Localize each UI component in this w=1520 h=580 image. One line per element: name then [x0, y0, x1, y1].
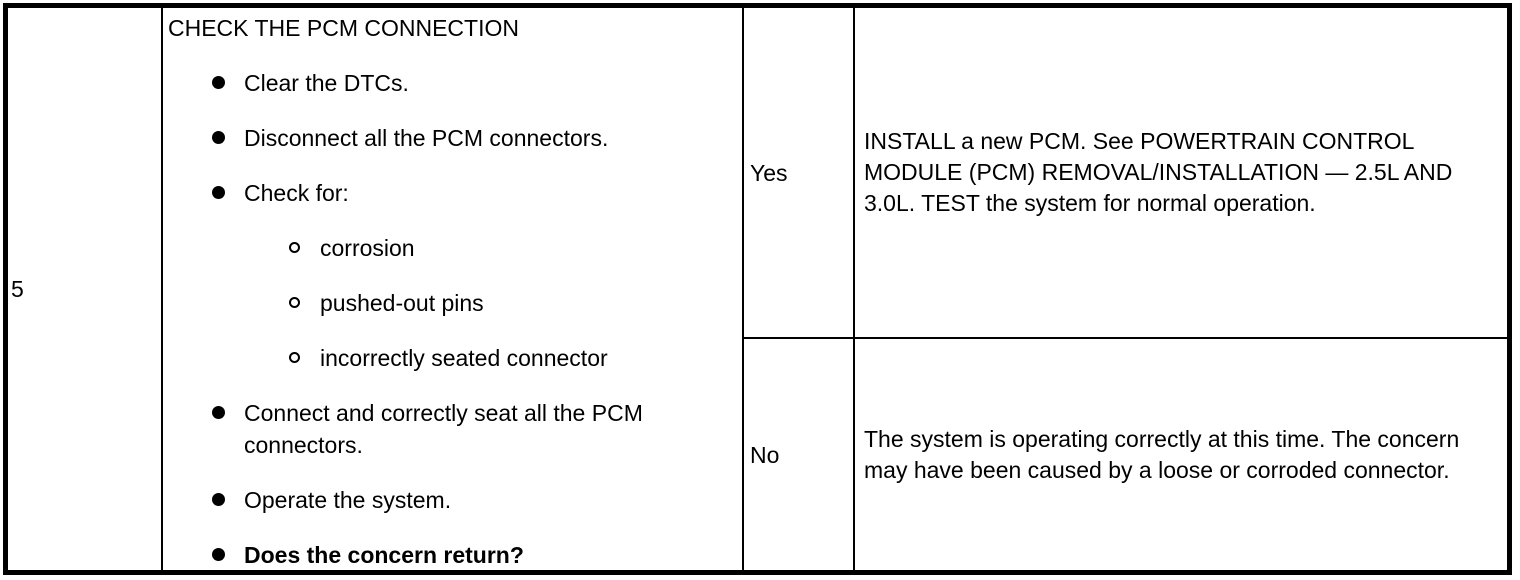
bullet-dot-icon — [212, 548, 225, 561]
answer-label: No — [750, 441, 780, 468]
bullet-dot-icon — [212, 406, 225, 419]
outcomes-section: Yes INSTALL a new PCM. See POWERTRAIN CO… — [742, 8, 1507, 570]
list-item-text: incorrectly seated connector — [320, 345, 608, 371]
bullet-circle-icon — [289, 297, 300, 308]
list-item-text: Clear the DTCs. — [244, 70, 409, 96]
outcome-row-yes: Yes INSTALL a new PCM. See POWERTRAIN CO… — [744, 8, 1507, 339]
list-item-text: Operate the system. — [244, 487, 452, 513]
list-item: incorrectly seated connector — [168, 342, 738, 374]
answer-cell: Yes — [744, 8, 855, 337]
answer-cell: No — [744, 339, 855, 570]
bullet-dot-icon — [212, 186, 225, 199]
result-text: INSTALL a new PCM. See POWERTRAIN CONTRO… — [864, 128, 1453, 216]
list-item-text: Disconnect all the PCM connectors. — [244, 125, 609, 151]
action-title: CHECK THE PCM CONNECTION — [168, 15, 519, 41]
list-item-text: Check for: — [244, 180, 349, 206]
list-item-text: Connect and correctly seat all the PCM c… — [244, 400, 643, 458]
step-number: 5 — [11, 276, 24, 302]
step-number-cell: 5 — [8, 8, 163, 570]
list-item: Connect and correctly seat all the PCM c… — [168, 397, 738, 461]
result-text: The system is operating correctly at thi… — [864, 425, 1460, 483]
bullet-dot-icon — [212, 76, 225, 89]
result-cell: The system is operating correctly at thi… — [855, 339, 1507, 570]
answer-label: Yes — [750, 159, 788, 186]
action-cell: CHECK THE PCM CONNECTION Clear the DTCs.… — [163, 8, 742, 570]
result-cell: INSTALL a new PCM. See POWERTRAIN CONTRO… — [855, 8, 1507, 337]
list-item-text: corrosion — [320, 235, 415, 261]
action-list: Clear the DTCs. Disconnect all the PCM c… — [168, 67, 738, 571]
bullet-circle-icon — [289, 352, 300, 363]
list-item-text: pushed-out pins — [320, 290, 484, 316]
list-item: Check for: — [168, 177, 738, 209]
list-item: Does the concern return? — [168, 539, 738, 571]
bullet-dot-icon — [212, 131, 225, 144]
bullet-dot-icon — [212, 493, 225, 506]
list-item-text: Does the concern return? — [244, 542, 524, 568]
outcome-row-no: No The system is operating correctly at … — [744, 339, 1507, 570]
bullet-circle-icon — [289, 242, 300, 253]
diagnostic-table: 5 CHECK THE PCM CONNECTION Clear the DTC… — [3, 3, 1512, 575]
list-item: Disconnect all the PCM connectors. — [168, 122, 738, 154]
list-item: Clear the DTCs. — [168, 67, 738, 99]
list-item: pushed-out pins — [168, 287, 738, 319]
list-item: Operate the system. — [168, 484, 738, 516]
list-item: corrosion — [168, 232, 738, 264]
